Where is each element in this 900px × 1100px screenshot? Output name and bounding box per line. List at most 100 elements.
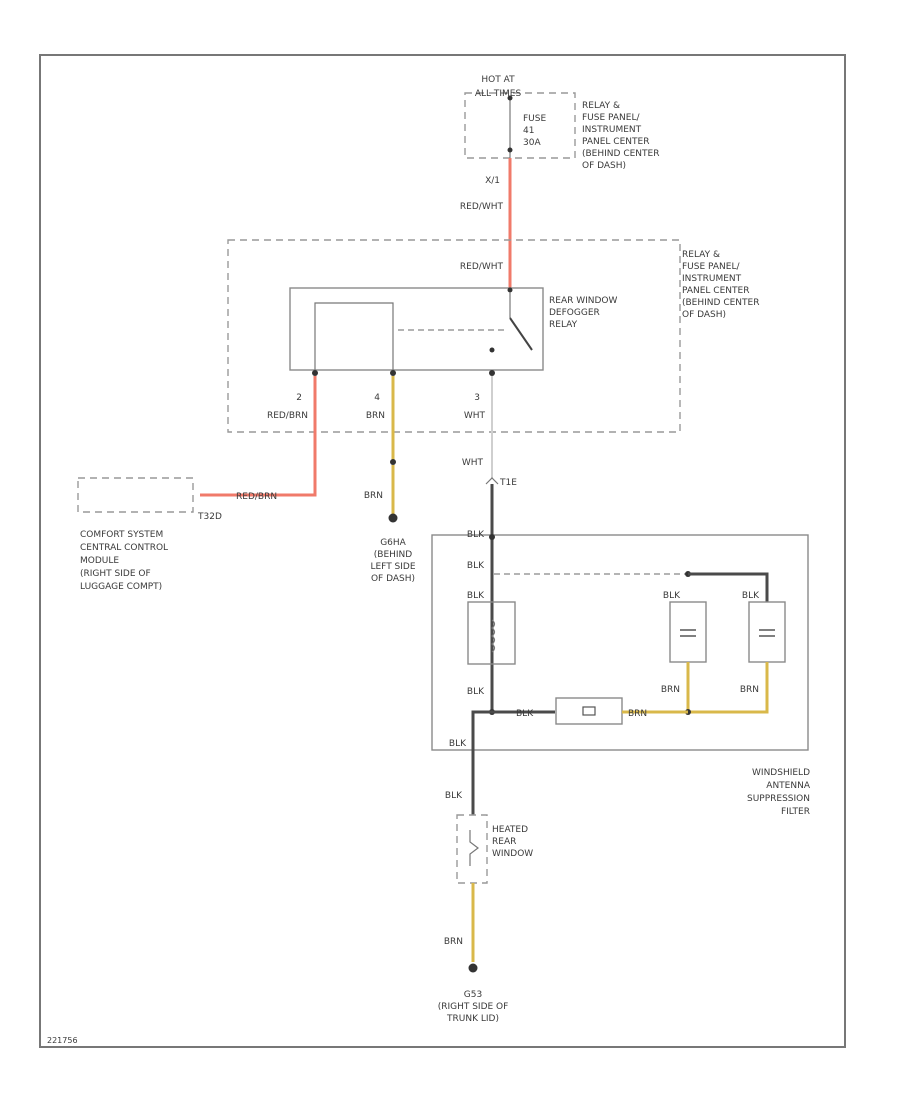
inductor-coil-icon: [491, 619, 496, 653]
power-label-1: HOT AT: [481, 75, 515, 85]
wire-label-brn-5: BRN: [628, 709, 647, 719]
relay-panel-mid-line: OF DASH): [682, 310, 726, 320]
wire-label-brn-4: BRN: [740, 685, 759, 695]
heater-element-icon: [469, 830, 479, 866]
wire-label-wht-1: WHT: [464, 411, 486, 421]
relay-pin-label-2: 2: [296, 393, 302, 403]
comfort-module-line: (RIGHT SIDE OF: [80, 569, 151, 579]
filter-label-line: FILTER: [781, 807, 810, 817]
relay-panel-top-label: RELAY & FUSE PANEL/ INSTRUMENT PANEL CEN…: [582, 101, 659, 171]
relay-panel-top-line: RELAY &: [582, 101, 620, 111]
filter-label-line: WINDSHIELD: [752, 768, 810, 778]
wire-label-blk-3: BLK: [467, 591, 485, 601]
relay-contact-nc: [489, 347, 495, 353]
relay-panel-top-line: FUSE PANEL/: [582, 113, 640, 123]
filter-input-dot: [489, 534, 495, 540]
filter-label: WINDSHIELD ANTENNA SUPPRESSION FILTER: [747, 768, 811, 817]
heated-window-box: [456, 814, 488, 884]
wire-red-brn: [200, 376, 317, 497]
ground-trunk-line: (RIGHT SIDE OF: [438, 1002, 509, 1012]
comfort-module-line: CENTRAL CONTROL: [80, 543, 168, 553]
relay-label-2: DEFOGGER: [549, 308, 600, 318]
relay-label-1: REAR WINDOW: [549, 296, 618, 306]
ground-dash-line: LEFT SIDE: [370, 562, 415, 572]
wire-label-brn-6: BRN: [444, 937, 463, 947]
wire-label-brn-1: BRN: [366, 411, 385, 421]
pin-label-t1e: T1E: [499, 478, 517, 488]
wire-label-red-brn-2: RED/BRN: [236, 492, 277, 502]
relay-pin-4: [390, 370, 396, 376]
diagram-id: 221756: [47, 1036, 78, 1045]
power-label-2: ALL TIMES: [475, 89, 522, 99]
ground-dash-line: OF DASH): [371, 574, 415, 584]
ground-dash-label: G6HA (BEHIND LEFT SIDE OF DASH): [370, 538, 415, 584]
comfort-module-line: COMFORT SYSTEM: [80, 530, 163, 540]
wire-label-wht-2: WHT: [462, 458, 484, 468]
capacitor-box-1: [669, 601, 707, 663]
wire-label-blk-out-2: BLK: [445, 791, 463, 801]
wire-label-blk-4: BLK: [663, 591, 681, 601]
relay-pin-label-3: 3: [474, 393, 480, 403]
relay-panel-mid-line: RELAY &: [682, 250, 720, 260]
filter-component-symbol: [582, 706, 596, 716]
comfort-module-line: MODULE: [80, 556, 119, 566]
fuse-label-2: 41: [523, 126, 534, 136]
relay-panel-mid-label: RELAY & FUSE PANEL/ INSTRUMENT PANEL CEN…: [682, 250, 759, 320]
relay-label-3: RELAY: [549, 320, 578, 330]
capacitor-box-2: [748, 601, 786, 663]
relay-pin-3: [489, 370, 495, 376]
wire-label-blk-5: BLK: [742, 591, 760, 601]
comfort-module-box: [77, 477, 194, 513]
relay-pin-2: [312, 370, 318, 376]
filter-label-line: SUPPRESSION: [747, 794, 810, 804]
inductor-box: [467, 601, 516, 665]
relay-panel-mid-line: PANEL CENTER: [682, 286, 749, 296]
relay-panel-top-line: INSTRUMENT: [582, 125, 642, 135]
ground-trunk-line: TRUNK LID): [446, 1014, 499, 1024]
relay-panel-mid-line: (BEHIND CENTER: [682, 298, 759, 308]
ground-trunk-line: G53: [464, 990, 482, 1000]
relay-coil: [314, 302, 394, 370]
wire-label-red-wht-1: RED/WHT: [460, 202, 504, 212]
wire-label-blk-1: BLK: [467, 530, 485, 540]
relay-panel-mid-line: INSTRUMENT: [682, 274, 742, 284]
heated-window-line: REAR: [492, 837, 516, 847]
ground-dash-line: G6HA: [380, 538, 406, 548]
ground-trunk-label: G53 (RIGHT SIDE OF TRUNK LID): [438, 990, 509, 1024]
filter-box: [431, 534, 809, 751]
wire-label-blk-2: BLK: [467, 561, 485, 571]
comfort-module-label: COMFORT SYSTEM CENTRAL CONTROL MODULE (R…: [80, 530, 168, 592]
relay-pin-label-4: 4: [374, 393, 380, 403]
heated-window-label: HEATED REAR WINDOW: [492, 825, 533, 859]
fuse-pin-label: X/1: [485, 176, 500, 186]
wire-label-blk-out-1: BLK: [449, 739, 467, 749]
wire-label-brn-2: BRN: [364, 491, 383, 501]
relay-panel-top-line: PANEL CENTER: [582, 137, 649, 147]
fuse-terminal-bottom: [507, 147, 513, 153]
comfort-module-line: LUGGAGE COMPT): [80, 582, 162, 592]
relay-contact-top: [507, 287, 513, 293]
fuse-box: [464, 92, 576, 159]
relay-box: [289, 287, 544, 371]
relay-switch-arm: [509, 317, 533, 351]
pin-label-t32d: T32D: [197, 512, 222, 522]
filter-label-line: ANTENNA: [766, 781, 811, 791]
relay-panel-top-line: OF DASH): [582, 161, 626, 171]
heated-window-line: HEATED: [492, 825, 528, 835]
filter-blk-loop: [688, 572, 769, 602]
wire-label-blk-6: BLK: [467, 687, 485, 697]
wire-blk-out: [471, 710, 492, 815]
splice-dot: [390, 459, 396, 465]
wire-label-blk-7: BLK: [516, 709, 534, 719]
diagram-frame: [39, 54, 846, 1048]
connector-t1e-icon: [485, 477, 499, 485]
ground-trunk-icon: [468, 963, 478, 973]
fuse-label-1: FUSE: [523, 114, 546, 124]
heated-window-line: WINDOW: [492, 849, 533, 859]
ground-dash-icon: [388, 513, 398, 523]
fuse-terminal-top: [507, 95, 513, 101]
relay-panel-top-line: (BEHIND CENTER: [582, 149, 659, 159]
filter-component-box: [555, 697, 623, 725]
fuse-label-3: 30A: [523, 138, 541, 148]
